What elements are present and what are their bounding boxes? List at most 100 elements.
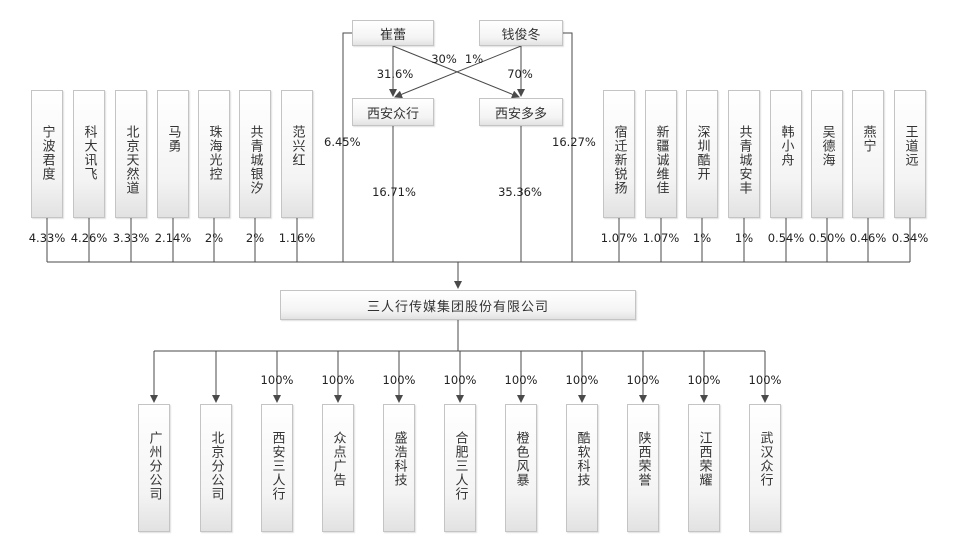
subsidiary-name: 江西荣耀 (696, 431, 712, 487)
shareholder-pct: 1% (734, 231, 754, 245)
shareholder-pct: 1.16% (278, 231, 316, 245)
shareholder-box: 韩小舟 (770, 90, 802, 218)
subsidiary-box: 酷软科技 (566, 404, 598, 532)
shareholder-pct: 0.46% (849, 231, 887, 245)
subsidiary-box: 合肥三人行 (444, 404, 476, 532)
subsidiary-pct: 100% (687, 373, 721, 387)
shareholder-pct: 1.07% (642, 231, 680, 245)
shareholder-box: 珠海光控 (198, 90, 230, 218)
shareholder-name: 王道远 (902, 125, 918, 167)
holder-box-cui-lei: 崔蕾 (352, 20, 434, 46)
subsidiary-pct: 100% (382, 373, 416, 387)
platform-box-xian-duoduo: 西安多多 (479, 98, 563, 126)
platform-box-xian-zhongxing: 西安众行 (352, 98, 434, 126)
subsidiary-name: 众点广告 (330, 431, 346, 487)
subsidiary-pct: 100% (321, 373, 355, 387)
company-name: 三人行传媒集团股份有限公司 (366, 299, 549, 315)
subsidiary-box: 西安三人行 (261, 404, 293, 532)
shareholder-name: 韩小舟 (778, 125, 794, 167)
shareholder-name: 北京天然道 (123, 125, 139, 195)
subsidiary-box: 盛浩科技 (383, 404, 415, 532)
connector-arrow (392, 45, 520, 99)
shareholder-pct: 0.54% (767, 231, 805, 245)
subsidiary-pct: 100% (260, 373, 294, 387)
shareholder-name: 范兴红 (289, 125, 305, 167)
platform-name: 西安多多 (494, 106, 547, 122)
shareholder-box: 王道远 (894, 90, 926, 218)
subsidiary-name: 陕西荣誉 (635, 431, 651, 487)
shareholder-name: 共青城银汐 (247, 125, 263, 195)
connector-line (342, 32, 352, 262)
platform-name: 西安众行 (366, 106, 419, 122)
subsidiary-name: 西安三人行 (269, 431, 285, 501)
shareholder-name: 新疆诚维佳 (653, 125, 669, 195)
subsidiary-box: 武汉众行 (749, 404, 781, 532)
connector-line (563, 32, 573, 262)
shareholder-box: 北京天然道 (115, 90, 147, 218)
shareholder-box: 宿迁新锐扬 (603, 90, 635, 218)
subsidiary-name: 合肥三人行 (452, 431, 468, 501)
subsidiary-name: 酷软科技 (574, 431, 590, 487)
shareholder-box: 共青城银汐 (239, 90, 271, 218)
shareholder-box: 科大讯飞 (73, 90, 105, 218)
subsidiary-box: 橙色风暴 (505, 404, 537, 532)
connector-arrow (394, 45, 522, 99)
shareholder-name: 珠海光控 (206, 125, 222, 181)
subsidiary-name: 北京分公司 (208, 431, 224, 501)
shareholder-name: 科大讯飞 (81, 125, 97, 181)
holder-name: 崔蕾 (379, 27, 406, 43)
shareholder-box: 范兴红 (281, 90, 313, 218)
shareholder-box: 燕宁 (852, 90, 884, 218)
shareholder-box: 吴德海 (811, 90, 843, 218)
subsidiary-box: 北京分公司 (200, 404, 232, 532)
pct-duoduo-to-company: 35.36% (498, 185, 542, 199)
subsidiary-pct: 100% (504, 373, 538, 387)
subsidiary-name: 橙色风暴 (513, 431, 529, 487)
pct-cui-to-duoduo: 30% (431, 52, 457, 66)
shareholder-pct: 4.33% (28, 231, 66, 245)
shareholder-box: 新疆诚维佳 (645, 90, 677, 218)
shareholder-pct: 4.26% (70, 231, 108, 245)
subsidiary-pct: 100% (626, 373, 660, 387)
shareholder-box: 深圳酷开 (686, 90, 718, 218)
subsidiary-pct: 100% (443, 373, 477, 387)
company-box: 三人行传媒集团股份有限公司 (280, 290, 636, 320)
shareholder-pct: 1% (692, 231, 712, 245)
pct-cui-to-company: 6.45% (324, 135, 361, 149)
shareholder-box: 马勇 (157, 90, 189, 218)
shareholder-pct: 2.14% (154, 231, 192, 245)
pct-cui-to-zhongxing: 31.6% (376, 67, 414, 81)
subsidiary-pct: 100% (565, 373, 599, 387)
shareholder-box: 宁波君度 (31, 90, 63, 218)
pct-qian-to-duoduo: 70% (507, 67, 533, 81)
shareholder-name: 宿迁新锐扬 (611, 125, 627, 195)
subsidiary-name: 盛浩科技 (391, 431, 407, 487)
holder-box-qian-jundong: 钱俊冬 (479, 20, 563, 46)
shareholder-name: 宁波君度 (39, 125, 55, 181)
shareholder-name: 深圳酷开 (694, 125, 710, 181)
pct-qian-to-company: 16.27% (552, 135, 596, 149)
subsidiary-pct: 100% (748, 373, 782, 387)
subsidiary-box: 众点广告 (322, 404, 354, 532)
shareholder-pct: 0.34% (891, 231, 929, 245)
shareholder-pct: 2% (204, 231, 224, 245)
subsidiary-box: 陕西荣誉 (627, 404, 659, 532)
shareholder-name: 共青城安丰 (736, 125, 752, 195)
shareholder-pct: 0.50% (808, 231, 846, 245)
holder-name: 钱俊冬 (501, 27, 541, 43)
shareholder-pct: 1.07% (600, 231, 638, 245)
shareholder-name: 马勇 (165, 125, 181, 153)
subsidiary-box: 江西荣耀 (688, 404, 720, 532)
shareholder-name: 燕宁 (860, 125, 876, 153)
shareholder-pct: 3.33% (112, 231, 150, 245)
pct-qian-to-zhongxing: 1% (464, 52, 484, 66)
shareholder-pct: 2% (245, 231, 265, 245)
subsidiary-name: 武汉众行 (757, 431, 773, 487)
shareholder-box: 共青城安丰 (728, 90, 760, 218)
subsidiary-name: 广州分公司 (146, 431, 162, 501)
subsidiary-box: 广州分公司 (138, 404, 170, 532)
pct-zhongxing-to-company: 16.71% (372, 185, 416, 199)
shareholder-name: 吴德海 (819, 125, 835, 167)
